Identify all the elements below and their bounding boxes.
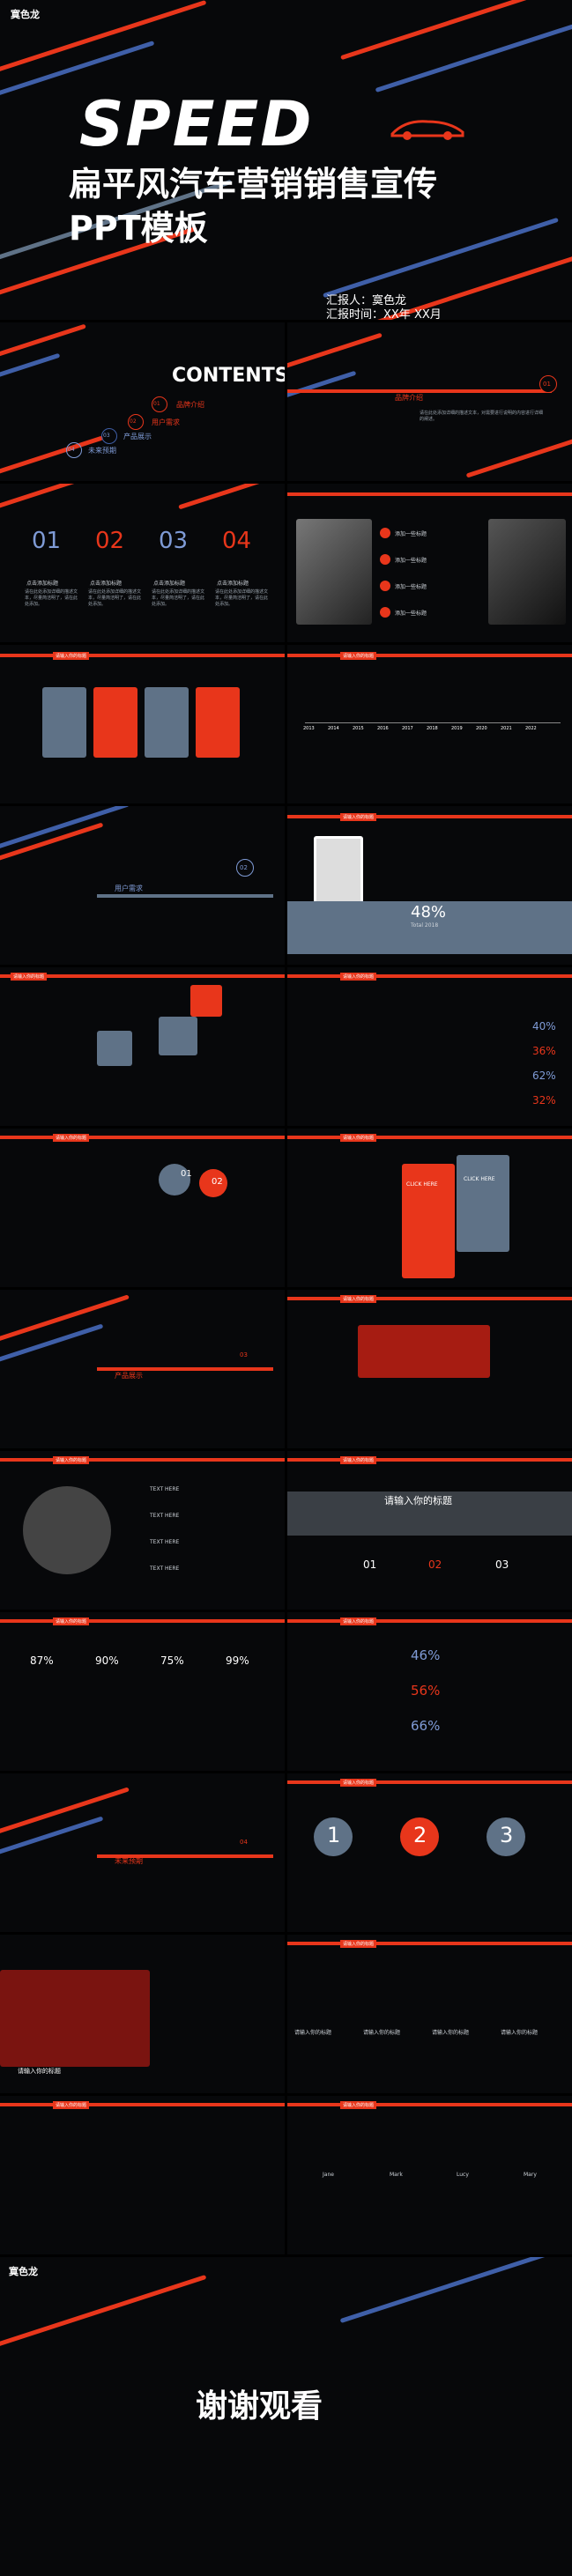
cover-title-line1: 扁平风汽车营销销售宣传 [69,165,438,204]
car-icon [390,120,464,140]
steps-slide: 请输入你的标题 1 2 3 [287,1773,572,1932]
contents-item-3[interactable]: 产品展示 [123,433,152,440]
number-03: 03 [159,528,189,554]
brand-title: SPEED [79,88,314,160]
bubbles-slide: 请输入你的标题 01 02 [0,1129,285,1287]
rings-slide: 请输入你的标题 87% 90% 75% 99% [0,1612,285,1771]
photos-slide: 添加一些标题 添加一些标题 添加一些标题 添加一些标题 [287,484,572,642]
timeline-slide: 请输入你的标题 2013 2014 2015 2016 2017 2018 20… [287,645,572,803]
number-02: 02 [95,528,125,554]
reporter: 汇报人：寞色龙 [326,294,407,307]
section2-label: 用户需求 [115,885,143,892]
logo-text: 寞色龙 [11,9,40,20]
contents-heading: CONTENTS [172,365,285,387]
section3-slide: 产品展示 03 [0,1290,285,1448]
number-01: 01 [32,528,62,554]
team-slide: 请输入你的标题 Jane Mark Lucy Mary [287,2096,572,2254]
barchart-slide: 请输入你的标题 [0,1935,285,2093]
contents-slide: CONTENTS 01 品牌介绍 02 用户需求 03 产品展示 04 未来预期 [0,322,285,481]
contents-item-1[interactable]: 品牌介绍 [176,401,204,409]
photo-interior [296,519,372,625]
number-04: 04 [222,528,252,554]
carcards-slide: 请输入你的标题 请输入你的标题 请输入你的标题 请输入你的标题 请输入你的标题 [287,1935,572,2093]
section1-slide: 01 品牌介绍 请在此处添加详细的描述文本，对需要进行说明的内容进行详细的阐述。 [287,322,572,481]
section1-label: 品牌介绍 [395,394,423,402]
phone-percent: 48% [411,903,447,922]
banner-slide: 请输入你的标题 请输入你的标题 01 02 03 [287,1451,572,1610]
phone-slide: 请输入你的标题 48% Total 2018 [287,806,572,965]
section2-slide: 用户需求 02 [0,806,285,965]
cards4-slide: 请输入你的标题 [0,645,285,803]
clicks-slide: 请输入你的标题 CLICK HERE CLICK HERE [287,1129,572,1287]
arcs-slide: 请输入你的标题 46% 56% 66% [287,1612,572,1771]
numbers-slide: 01 02 03 04 点击添加标题 点击添加标题 点击添加标题 点击添加标题 … [0,484,285,642]
radar-slide: 请输入你的标题 TEXT HERE TEXT HERE TEXT HERE TE… [0,1451,285,1610]
report-time: 汇报时间：XX年 XX月 [326,308,442,320]
ending-slide: 寞色龙 谢谢观看 [0,2257,572,2576]
route-slide: 请输入你的标题 [0,967,285,1126]
carflow-slide: 请输入你的标题 [287,1290,572,1448]
cover-title-line2: PPT模板 [69,209,208,248]
contents-item-2[interactable]: 用户需求 [152,418,180,426]
diamonds-slide: 请输入你的标题 [0,2096,285,2254]
contents-item-4[interactable]: 未来预期 [88,447,116,455]
photo-wheel [488,519,566,625]
thanks-text: 谢谢观看 [196,2388,323,2424]
arrows-slide: 请输入你的标题 40% 36% 62% 32% [287,967,572,1126]
cover-slide: 寞色龙 SPEED 扁平风汽车营销销售宣传 PPT模板 汇报人：寞色龙 汇报时间… [0,0,572,320]
section4-slide: 未来预期 04 [0,1773,285,1932]
